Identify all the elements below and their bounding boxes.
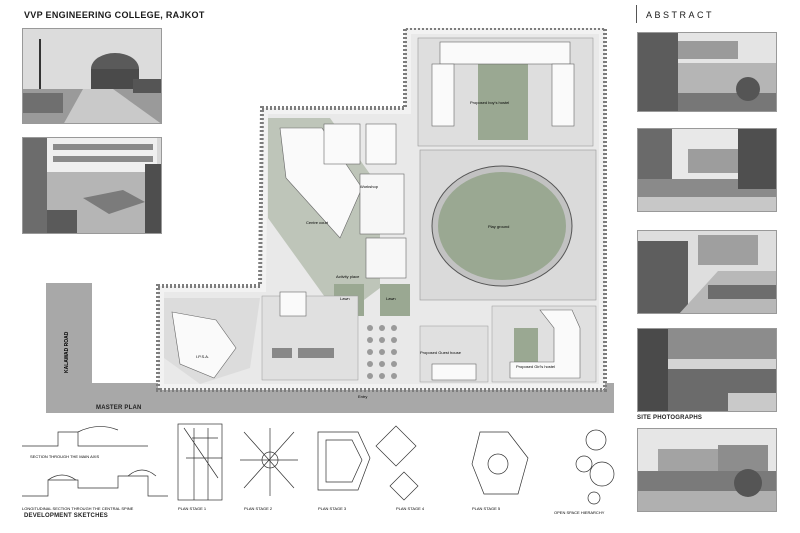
master-plan: Proposed boy's hostel Play ground Centre… [46, 28, 614, 413]
development-sketches-label: DEVELOPMENT SKETCHES [24, 513, 109, 519]
sketch-note-7: PLAN STAGE 5 [472, 506, 501, 511]
master-plan-label: MASTER PLAN [96, 405, 142, 411]
label-workshop: Workshop [360, 184, 379, 189]
right-photo-5 [637, 428, 777, 512]
page-title: VVP ENGINEERING COLLEGE, RAJKOT [24, 10, 205, 20]
label-play-ground: Play ground [488, 224, 509, 229]
left-photo-1 [22, 28, 162, 124]
label-centre-court: Centre court [306, 220, 329, 225]
label-lawn: Lawn [340, 296, 350, 301]
label-lawn-2: Lawn [386, 296, 396, 301]
header-divider [636, 5, 637, 23]
sketch-note-1: SECTION THROUGH THE MAIN AXIS [30, 454, 100, 459]
label-activity-place: Activity place [336, 274, 360, 279]
label-girls-hostel: Proposed Girl's hostel [516, 364, 555, 369]
right-photo-1 [637, 32, 777, 112]
site-photographs-label: SITE PHOTOGRAPHS [637, 415, 703, 421]
development-sketches: SECTION THROUGH THE MAIN AXIS LONGITUDIN… [22, 423, 615, 515]
right-photo-2 [637, 128, 777, 212]
label-guest-house: Proposed Guest house [420, 350, 462, 355]
sketch-note-5: PLAN STAGE 3 [318, 506, 347, 511]
abstract-heading: ABSTRACT [646, 10, 715, 20]
label-ipsa: I.P.S.A. [196, 354, 209, 359]
left-photo-2 [22, 137, 162, 234]
sketch-note-2: LONGITUDINAL SECTION THROUGH THE CENTRAL… [22, 506, 134, 511]
label-entry: Entry [358, 394, 367, 399]
sketch-note-6: PLAN STAGE 4 [396, 506, 425, 511]
label-boys-hostel: Proposed boy's hostel [470, 100, 509, 105]
sketch-note-4: PLAN STAGE 2 [244, 506, 273, 511]
right-photo-4 [637, 328, 777, 412]
sketch-note-8: OPEN SPACE HIERARCHY [554, 510, 605, 515]
right-photo-3 [637, 230, 777, 314]
sketch-note-3: PLAN STAGE 1 [178, 506, 207, 511]
road-label: KALAWAD ROAD [64, 331, 70, 373]
